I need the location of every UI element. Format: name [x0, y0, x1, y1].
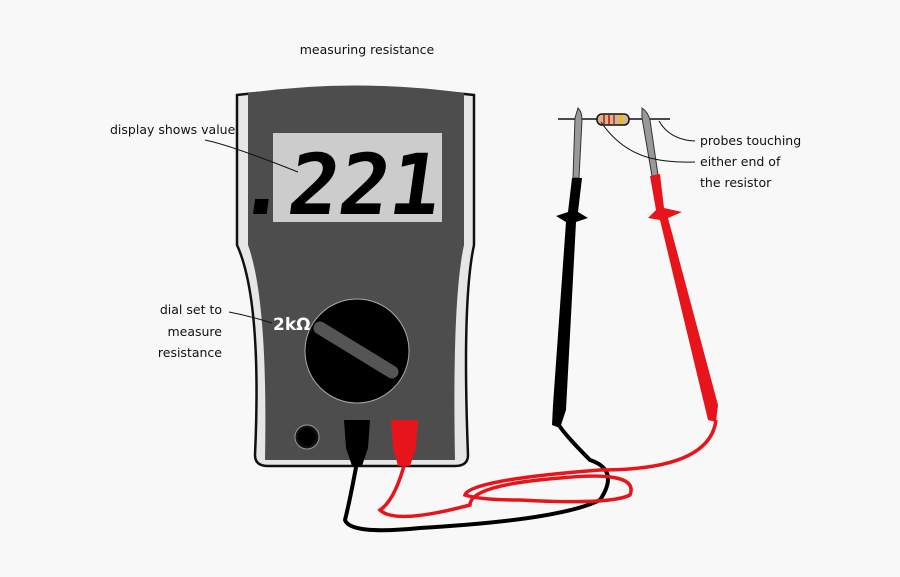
display-annotation: display shows value	[110, 122, 236, 137]
probe-leader-line-1	[658, 120, 696, 142]
diagram-title: measuring resistance	[300, 42, 435, 57]
dial-annotation-line-2: measure	[167, 324, 222, 339]
dial-annotation-line-1: dial set to	[160, 302, 222, 317]
probe-annotation-line-3: the resistor	[700, 175, 772, 190]
display-reading: .221	[232, 136, 448, 234]
dial-setting-label: 2kΩ	[273, 315, 311, 335]
black-plug	[344, 420, 370, 466]
multimeter: .221 2kΩ	[232, 85, 476, 468]
dial-leader-line	[228, 311, 273, 324]
probe-leader-line-2	[600, 121, 696, 163]
red-lead-wire	[377, 419, 718, 519]
red-plug	[391, 420, 418, 466]
lcd-display	[273, 133, 442, 222]
black-lead-wire	[342, 419, 610, 533]
probe-annotation-line-1: probes touching	[700, 133, 801, 148]
display-leader-line	[204, 139, 299, 173]
dial-annotation-line-3: resistance	[158, 345, 222, 360]
dial-pointer	[313, 321, 399, 379]
black-probe[interactable]	[552, 107, 588, 428]
rotary-dial[interactable]	[304, 298, 410, 404]
probe-annotation-line-2: either end of	[700, 154, 781, 169]
